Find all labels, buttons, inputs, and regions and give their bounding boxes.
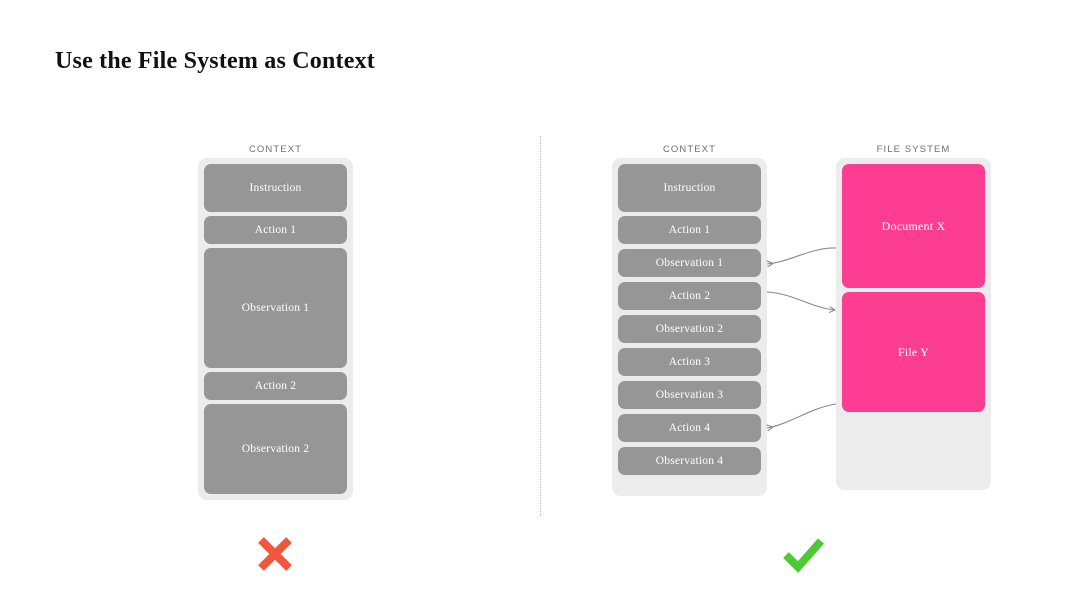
left-context-block-label: Observation 1	[241, 302, 310, 314]
check-icon	[783, 538, 824, 573]
left-context-block-label: Action 2	[254, 380, 297, 392]
right-context-block-6: Observation 3	[618, 381, 761, 409]
connector-document-x-to-observation-1	[767, 247, 837, 264]
left-context-block-4: Observation 2	[204, 404, 347, 494]
right-context-block-2: Observation 1	[618, 249, 761, 277]
right-context-block-4: Observation 2	[618, 315, 761, 343]
right-context-block-3: Action 2	[618, 282, 761, 310]
connector-file-y-to-action-4	[767, 403, 837, 428]
left-context-block-label: Observation 2	[241, 443, 310, 455]
left-context-block-label: Instruction	[249, 182, 302, 194]
page-title: Use the File System as Context	[55, 48, 375, 74]
left-context-block-label: Action 1	[254, 224, 297, 236]
right-context-block-label: Observation 2	[655, 323, 724, 335]
file-system-caption: FILE SYSTEM	[876, 144, 951, 155]
file-system-block-0: Document X	[842, 164, 985, 288]
right-context-block-label: Action 1	[668, 224, 711, 236]
file-system-stack: Document X File Y	[836, 158, 991, 490]
right-context-block-label: Action 2	[668, 290, 711, 302]
right-context-block-1: Action 1	[618, 216, 761, 244]
cross-icon	[258, 537, 292, 571]
left-context-block-2: Observation 1	[204, 248, 347, 368]
right-context-block-label: Observation 4	[655, 455, 724, 467]
left-context-block-3: Action 2	[204, 372, 347, 400]
right-context-block-0: Instruction	[618, 164, 761, 212]
left-context-block-0: Instruction	[204, 164, 347, 212]
right-context-block-5: Action 3	[618, 348, 761, 376]
file-system-block-1: File Y	[842, 292, 985, 412]
left-context-block-1: Action 1	[204, 216, 347, 244]
left-context-caption: CONTEXT	[248, 144, 303, 155]
right-context-block-label: Observation 3	[655, 389, 724, 401]
right-context-block-label: Observation 1	[655, 257, 724, 269]
file-system-block-label: Document X	[881, 218, 946, 233]
right-context-block-7: Action 4	[618, 414, 761, 442]
right-context-caption: CONTEXT	[662, 144, 717, 155]
vertical-divider	[540, 136, 541, 516]
connector-action-2-to-file-y	[766, 291, 835, 310]
file-system-block-label: File Y	[897, 344, 930, 359]
right-context-block-8: Observation 4	[618, 447, 761, 475]
right-context-block-label: Action 4	[668, 422, 711, 434]
right-context-block-label: Action 3	[668, 356, 711, 368]
right-context-block-label: Instruction	[663, 182, 716, 194]
